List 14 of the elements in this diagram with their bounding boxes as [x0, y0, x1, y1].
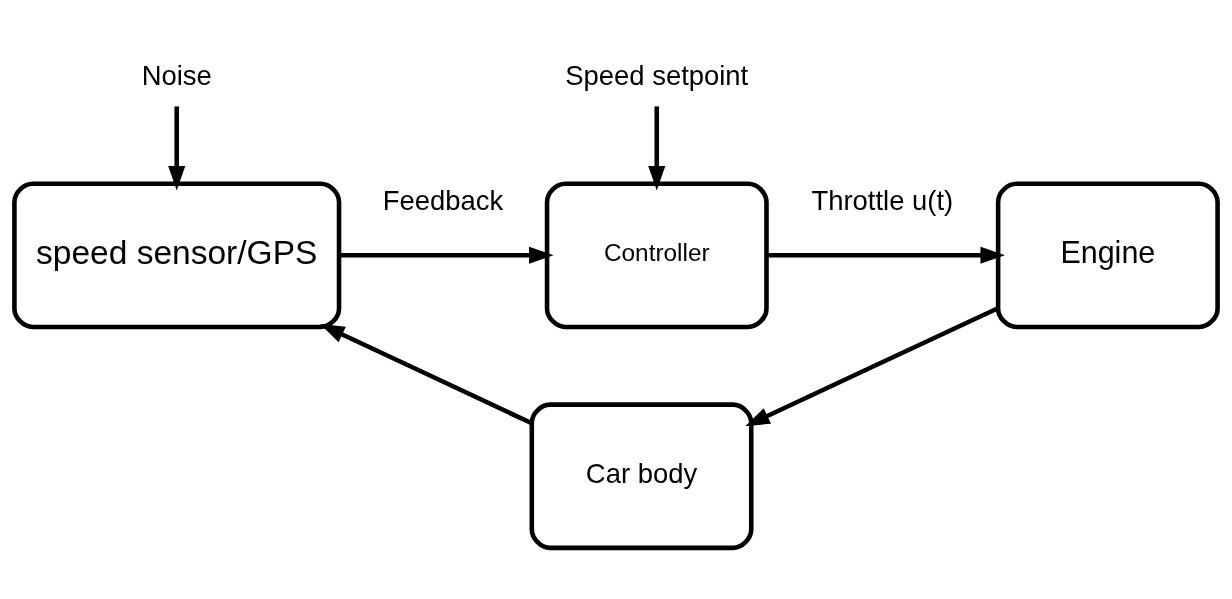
- node-box: Car body: [529, 402, 754, 551]
- node-box: Controller: [544, 181, 769, 330]
- arrow: [745, 306, 999, 427]
- node-text: Speed setpoint: [565, 60, 749, 92]
- edge-label: Feedback: [382, 185, 504, 217]
- arrow: [168, 106, 186, 191]
- arrow: [648, 106, 666, 191]
- arrow: [320, 324, 533, 426]
- edge-label: Throttle u(t): [811, 185, 954, 217]
- node-box: speed sensor/GPS: [12, 181, 342, 330]
- node-text: Noise: [141, 60, 212, 92]
- arrow: [766, 246, 1005, 264]
- arrow: [339, 246, 554, 264]
- node-box: Engine: [995, 181, 1220, 330]
